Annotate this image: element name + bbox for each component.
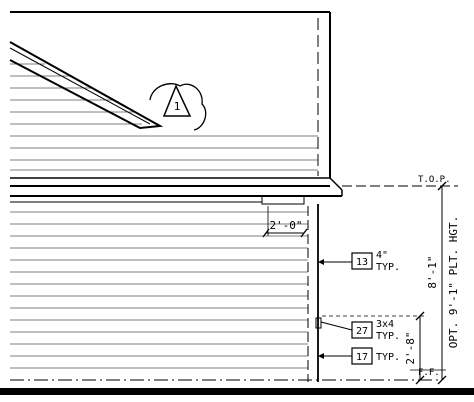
tag-17: 17 TYP. xyxy=(318,347,400,365)
tag-13-note-2: TYP. xyxy=(376,262,400,273)
revision-tag: 1 xyxy=(149,83,207,131)
opt-plate-height-label: OPT. 9'-1" PLT. HGT. xyxy=(447,216,460,348)
roof-plane xyxy=(9,11,331,179)
finish-floor-label: F.F. xyxy=(418,368,440,378)
tag-17-note: TYP. xyxy=(376,352,400,363)
dim-8-1-label: 8'-1" xyxy=(426,255,439,288)
wall xyxy=(10,204,322,382)
revision-tag-number: 1 xyxy=(174,100,181,113)
dim-2-0-label: 2'-0" xyxy=(269,219,302,232)
tag-27-note-2: TYP. xyxy=(376,331,400,342)
tag-27-note-1: 3x4 xyxy=(376,319,394,330)
tag-13-note-1: 4" xyxy=(376,250,388,261)
tag-13: 13 4" TYP. xyxy=(318,250,400,273)
eave-fascia xyxy=(10,177,343,205)
tag-27: 27 3x4 TYP. xyxy=(320,319,400,342)
tag-13-number: 13 xyxy=(356,257,368,268)
dim-overhang xyxy=(262,206,308,238)
dim-2-8-label: 2'-8" xyxy=(404,331,417,364)
tag-17-number: 17 xyxy=(356,352,368,363)
dim-vertical xyxy=(322,181,458,385)
top-of-plate-label: T.O.P. xyxy=(418,175,451,185)
ground-line xyxy=(0,379,474,395)
tag-27-number: 27 xyxy=(356,326,368,337)
